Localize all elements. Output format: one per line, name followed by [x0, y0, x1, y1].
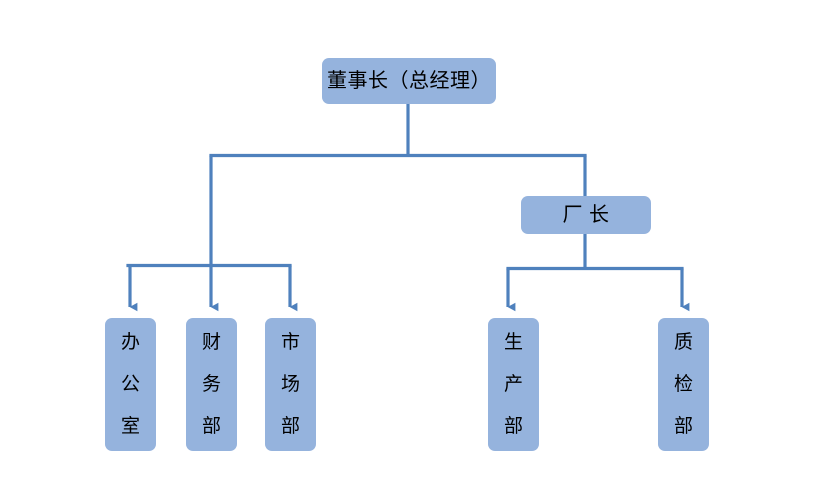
node-production-char-2: 产	[503, 374, 523, 395]
node-chairman-general-manager[interactable]: 董事长（总经理）	[322, 58, 496, 104]
node-production-label: 生 产 部	[488, 318, 539, 451]
node-office[interactable]: 办 公 室	[105, 318, 156, 451]
node-quality-label: 质 检 部	[658, 318, 709, 451]
node-marketing-char-3: 部	[280, 416, 300, 437]
node-quality-inspection-department[interactable]: 质 检 部	[658, 318, 709, 451]
node-plant-manager-label: 厂 长	[562, 204, 610, 226]
node-marketing-label: 市 场 部	[265, 318, 316, 451]
node-finance-label: 财 务 部	[186, 318, 237, 451]
node-marketing-char-2: 场	[280, 374, 300, 395]
node-quality-char-1: 质	[673, 332, 693, 353]
node-production-char-3: 部	[503, 416, 523, 437]
node-finance-department[interactable]: 财 务 部	[186, 318, 237, 451]
node-production-char-1: 生	[503, 332, 523, 353]
node-quality-char-2: 检	[673, 374, 693, 395]
node-quality-char-3: 部	[673, 416, 693, 437]
node-marketing-char-1: 市	[280, 332, 300, 353]
node-marketing-department[interactable]: 市 场 部	[265, 318, 316, 451]
node-office-char-1: 办	[120, 332, 140, 353]
node-production-department[interactable]: 生 产 部	[488, 318, 539, 451]
node-plant-manager[interactable]: 厂 长	[521, 196, 651, 234]
node-office-label: 办 公 室	[105, 318, 156, 451]
node-finance-char-2: 务	[201, 374, 221, 395]
node-office-char-3: 室	[120, 416, 140, 437]
node-finance-char-3: 部	[201, 416, 221, 437]
node-finance-char-1: 财	[201, 332, 221, 353]
node-chairman-label: 董事长（总经理）	[327, 70, 491, 92]
node-office-char-2: 公	[120, 374, 140, 395]
